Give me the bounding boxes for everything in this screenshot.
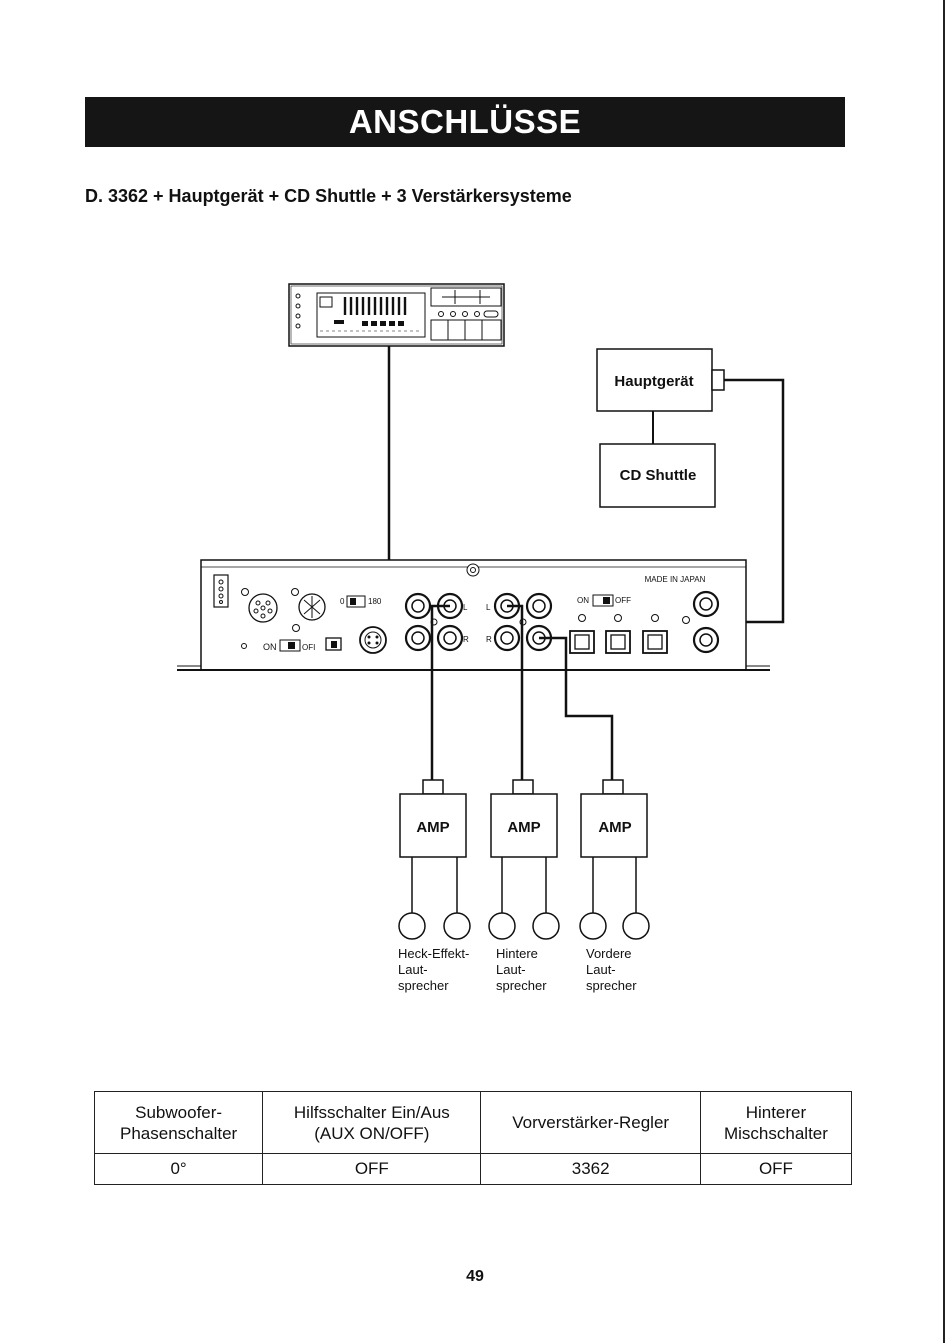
rear-effect-speaker-label-line1: Heck-Effekt- xyxy=(398,946,469,961)
settings-table: Subwoofer-Phasenschalter Hilfsschalter E… xyxy=(93,1091,853,1185)
rear-speaker-label-line3: sprecher xyxy=(496,978,547,993)
value-preamp-control: 3362 xyxy=(480,1153,701,1185)
rear-effect-speaker-label-line2: Laut- xyxy=(398,962,428,977)
speaker-icon xyxy=(443,912,471,940)
processor-rear-panel: MADE IN JAPAN ON OFI 0 180 xyxy=(177,559,770,671)
speaker-icon xyxy=(398,912,426,940)
connection-diagram: Hauptgerät CD Shuttle MADE IN JAPAN xyxy=(177,283,785,993)
header-preamp-control: Vorverstärker-Regler xyxy=(480,1091,701,1154)
cd-shuttle-box: CD Shuttle xyxy=(599,443,716,508)
cd-shuttle-label: CD Shuttle xyxy=(620,467,697,484)
amp-2: AMP xyxy=(490,779,558,858)
amp-1: AMP xyxy=(399,779,467,858)
table-row: 0° OFF 3362 OFF xyxy=(93,1153,853,1185)
phase-180-label: 180 xyxy=(368,597,382,606)
front-speaker-label-line2: Laut- xyxy=(586,962,616,977)
section-title: ANSCHLÜSSE xyxy=(348,103,582,140)
value-aux-switch: OFF xyxy=(262,1153,482,1185)
front-speaker-label-line1: Vordere xyxy=(586,946,632,961)
front-speaker-label-line3: sprecher xyxy=(586,978,637,993)
aux-switch-off-label: OFI xyxy=(302,643,315,652)
page-edge-line xyxy=(943,0,945,1343)
aux-switch-on-label: ON xyxy=(263,642,277,652)
section-title-bar: ANSCHLÜSSE xyxy=(85,97,845,147)
rear-speaker-label-line1: Hintere xyxy=(496,946,538,961)
amp-cable-2 xyxy=(507,604,524,780)
amp-3: AMP xyxy=(580,779,648,858)
rear-speaker-label-line2: Laut- xyxy=(496,962,526,977)
speaker-icon xyxy=(622,912,650,940)
speaker-icon xyxy=(488,912,516,940)
mix-switch-off-label: OFF xyxy=(615,596,631,605)
eq-head-unit xyxy=(288,283,505,347)
ch-l-label-1: L xyxy=(463,603,468,612)
speaker-icon xyxy=(579,912,607,940)
amp-cable-3 xyxy=(539,636,614,780)
mix-switch-on-label: ON xyxy=(577,596,589,605)
main-unit-box: Hauptgerät xyxy=(596,348,725,412)
made-in-japan-label: MADE IN JAPAN xyxy=(645,575,706,584)
amp-label-2: AMP xyxy=(507,819,540,836)
page-number: 49 xyxy=(466,1268,484,1285)
speaker-labels: Heck-Effekt- Laut- sprecher Hintere Laut… xyxy=(398,946,637,993)
configuration-subtitle: D. 3362 + Hauptgerät + CD Shuttle + 3 Ve… xyxy=(85,186,572,206)
ch-r-label-1: R xyxy=(463,635,469,644)
rear-effect-speaker-label-line3: sprecher xyxy=(398,978,449,993)
speaker-icon xyxy=(532,912,560,940)
main-unit-cable xyxy=(724,378,785,624)
header-subwoofer-phase: Subwoofer-Phasenschalter xyxy=(93,1091,264,1154)
table-header-row: Subwoofer-Phasenschalter Hilfsschalter E… xyxy=(93,1091,853,1154)
ch-r-label-2: R xyxy=(486,635,492,644)
main-unit-label: Hauptgerät xyxy=(614,373,693,390)
header-aux-switch: Hilfsschalter Ein/Aus(AUX ON/OFF) xyxy=(262,1091,482,1154)
value-subwoofer-phase: 0° xyxy=(93,1153,264,1185)
ch-l-label-2: L xyxy=(486,603,491,612)
value-rear-mix-switch: OFF xyxy=(699,1153,853,1185)
phase-0-label: 0 xyxy=(340,597,345,606)
amp-label-1: AMP xyxy=(416,819,449,836)
amp-cable-1 xyxy=(430,604,450,780)
amp-label-3: AMP xyxy=(598,819,631,836)
